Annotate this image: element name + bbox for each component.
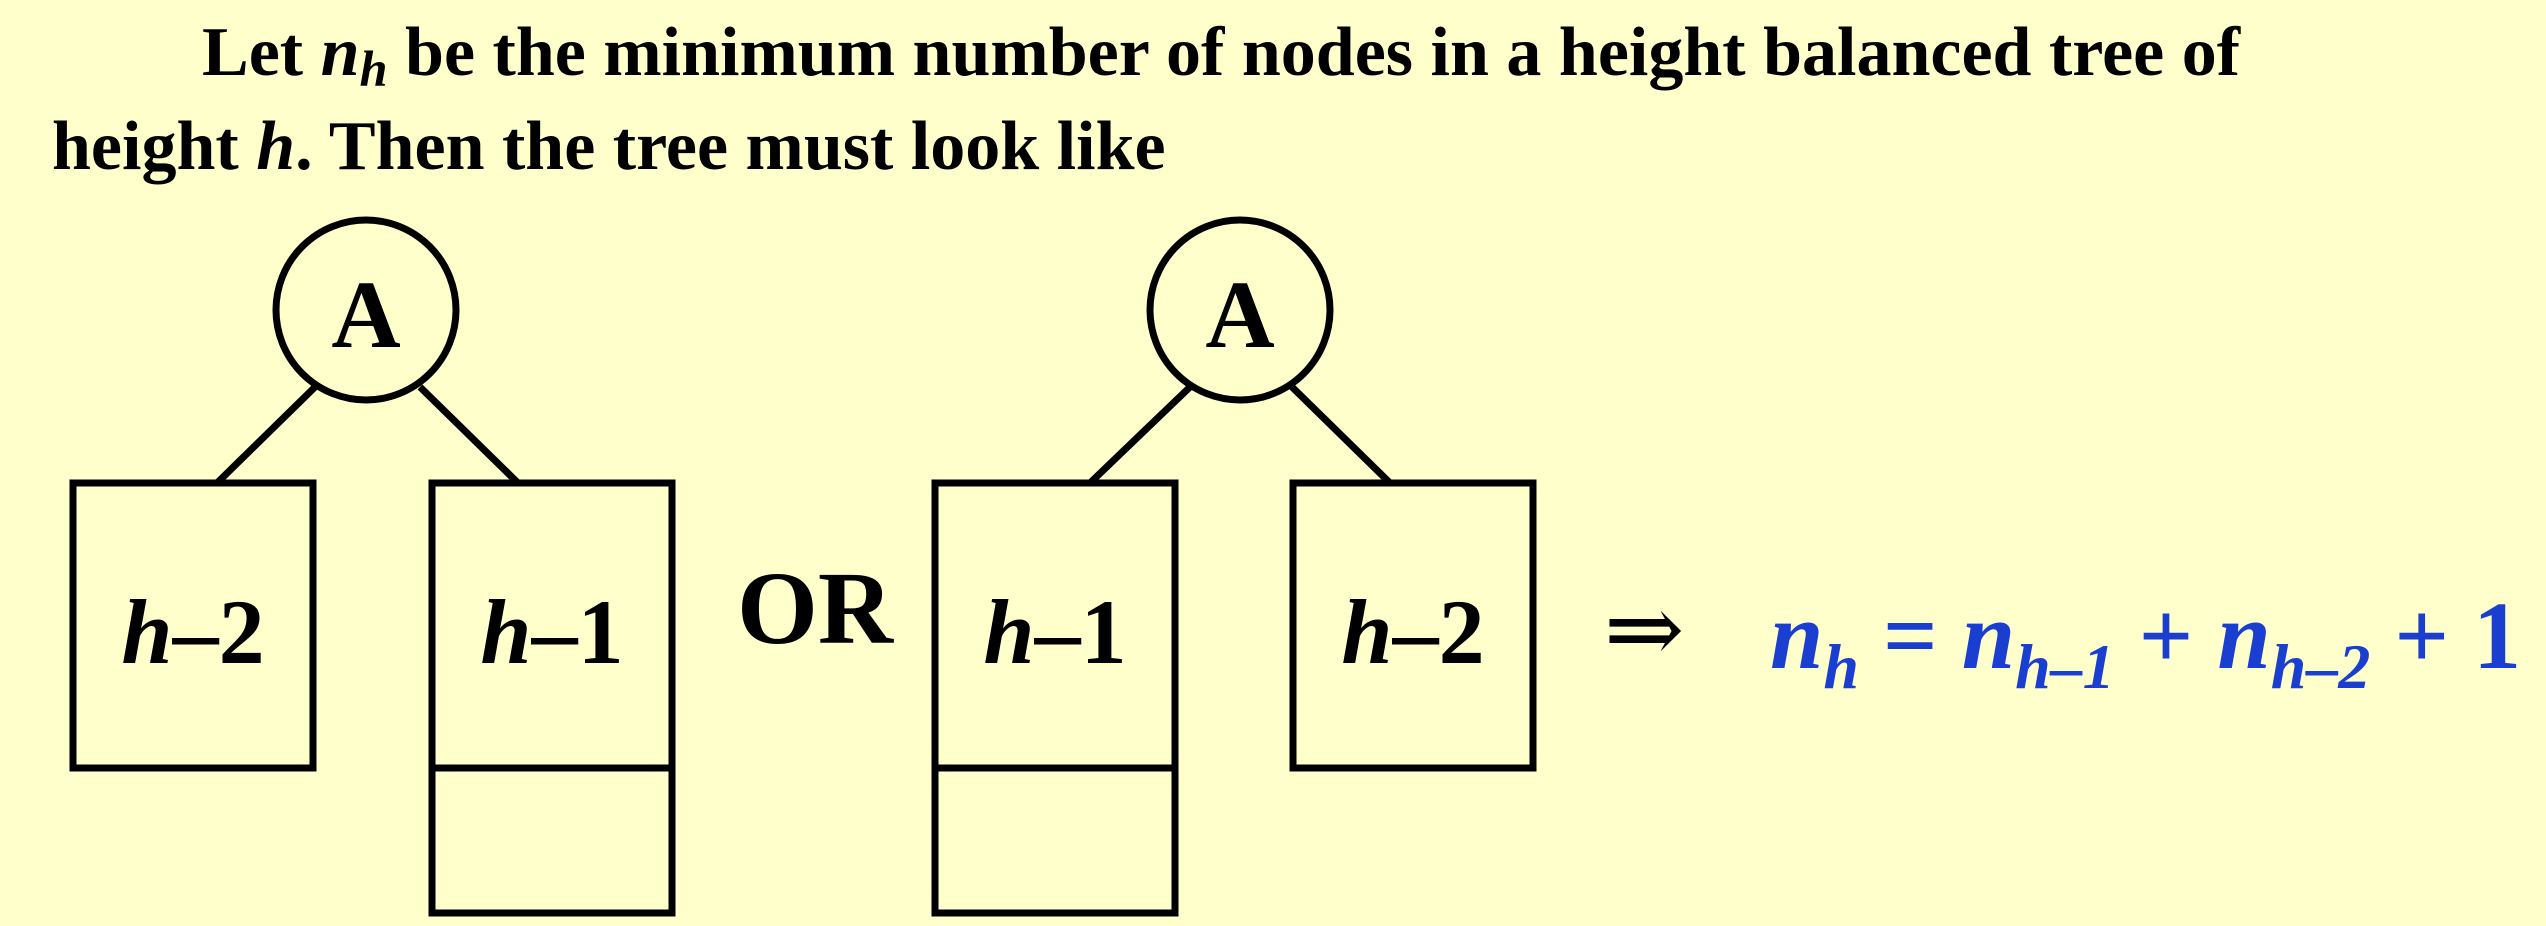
subtree-label-right: h–1 bbox=[480, 581, 623, 683]
intro-text: Let bbox=[202, 14, 321, 91]
intro-line-1: Let nh be the minimum number of nodes in… bbox=[202, 18, 2240, 95]
intro-text: height bbox=[52, 108, 257, 185]
intro-line-2: height h. Then the tree must look like bbox=[52, 112, 1166, 182]
var-n: nh bbox=[320, 14, 388, 98]
subtree-box-left bbox=[69, 479, 317, 772]
extra-level-box bbox=[428, 764, 676, 917]
root-node bbox=[272, 216, 460, 404]
extra-level-box bbox=[931, 764, 1179, 917]
edge-right-tree-left bbox=[1087, 384, 1193, 486]
root-node-label: A bbox=[331, 261, 400, 368]
root-node-label: A bbox=[1205, 261, 1274, 368]
subtree-label-left: h–1 bbox=[983, 581, 1126, 683]
intro-text: be the minimum number of nodes in a heig… bbox=[387, 14, 2241, 91]
subtree-label-right: h–2 bbox=[1341, 581, 1484, 683]
subtree-box-right bbox=[1289, 479, 1537, 772]
edge-left-tree-right bbox=[417, 384, 521, 486]
or-label: OR bbox=[737, 551, 895, 666]
left-tree: A h–2 h–1 bbox=[69, 216, 676, 917]
recurrence-formula: nh = nh–1 + nh–2 + 1 bbox=[1770, 582, 2521, 702]
edge-left-tree-left bbox=[214, 384, 318, 486]
subtree-label-left: h–2 bbox=[121, 581, 264, 683]
subscript-h: h bbox=[359, 41, 388, 98]
root-node bbox=[1146, 216, 1334, 404]
var-h: h bbox=[256, 108, 296, 185]
implies-arrow: ⇒ bbox=[1604, 573, 1684, 685]
right-tree: A h–1 h–2 bbox=[931, 216, 1537, 917]
intro-text: . Then the tree must look like bbox=[295, 108, 1166, 185]
edge-right-tree-right bbox=[1289, 384, 1393, 486]
